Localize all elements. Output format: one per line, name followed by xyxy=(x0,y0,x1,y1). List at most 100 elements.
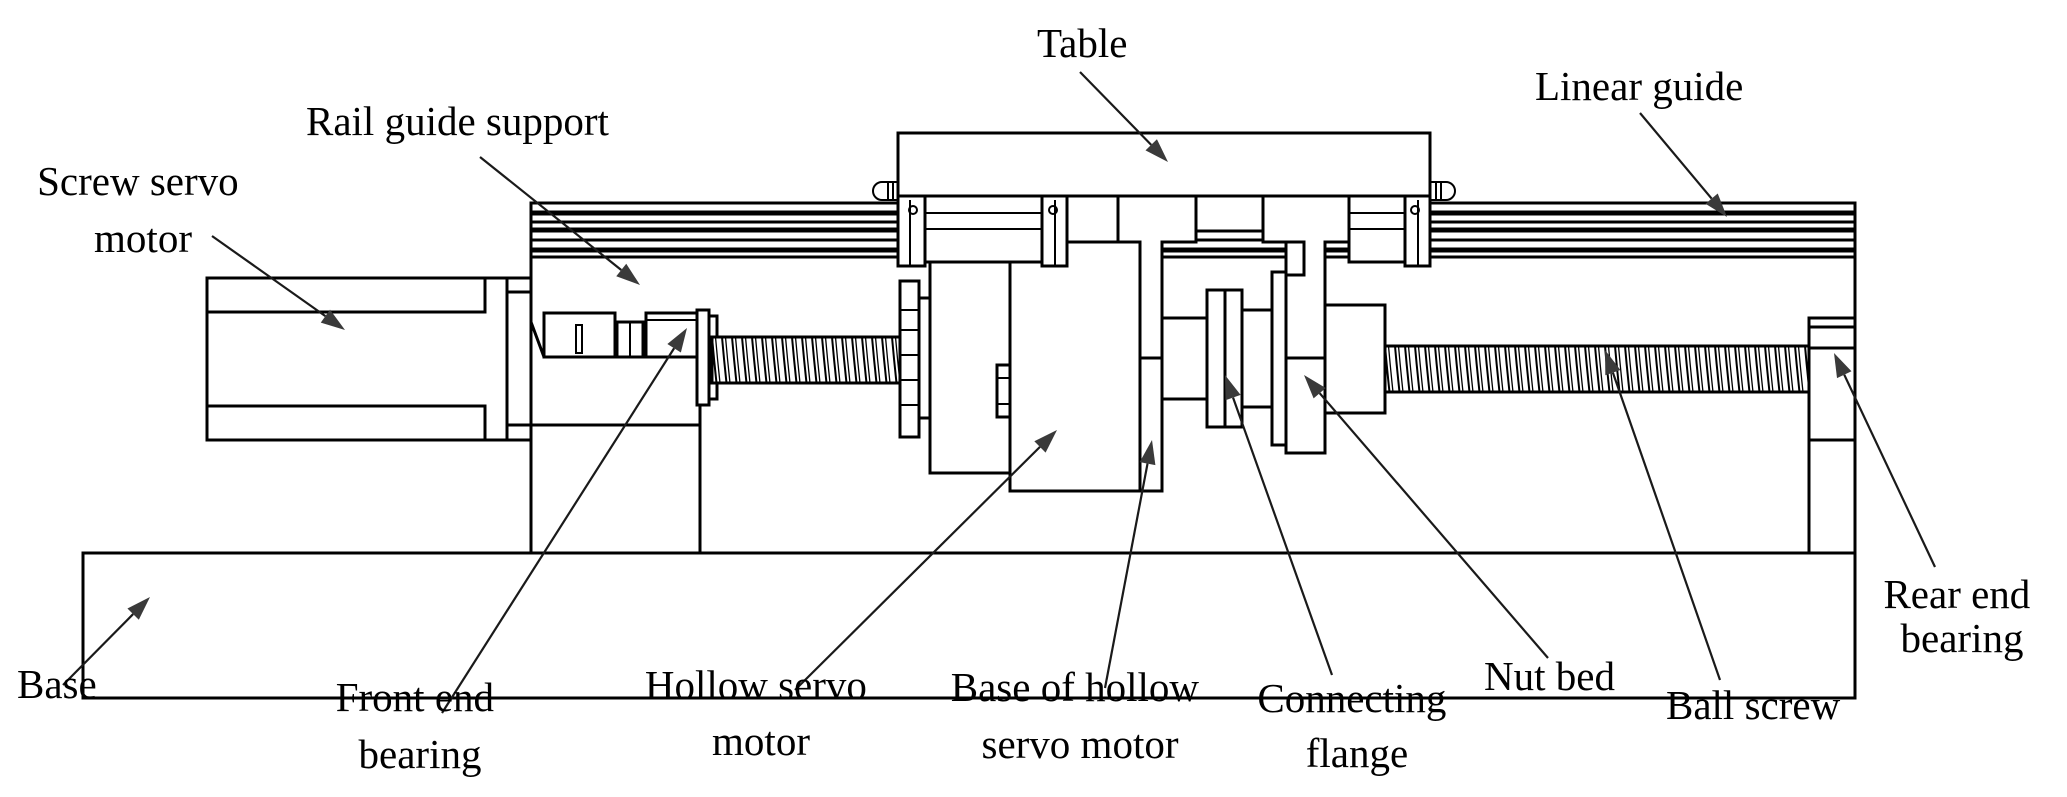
screw-thread xyxy=(1584,346,1591,392)
screw-thread xyxy=(1704,346,1711,392)
screw-thread xyxy=(712,337,718,383)
screw-thread xyxy=(724,337,731,383)
screw-thread xyxy=(834,337,841,383)
screw-thread xyxy=(821,337,828,383)
base-part xyxy=(81,551,1857,700)
screw-thread xyxy=(1427,346,1434,392)
label-base-of-hollow-servo-motor: Base of hollow servo motor xyxy=(951,664,1210,767)
screw-thread xyxy=(734,337,741,383)
screw-thread xyxy=(854,337,861,383)
screw-thread xyxy=(1537,346,1544,392)
screw-thread xyxy=(1637,346,1644,392)
screw-thread xyxy=(761,337,768,383)
table-part xyxy=(896,131,1432,198)
screw-thread xyxy=(1484,346,1491,392)
screw-thread xyxy=(1464,346,1471,392)
screw-thread xyxy=(1437,346,1444,392)
hollow-servo-motor-part xyxy=(928,226,1142,493)
ball-screw-left-segment xyxy=(710,335,904,385)
screw-thread xyxy=(1714,346,1721,392)
leader-base xyxy=(62,613,134,686)
leader-ball-screw xyxy=(1611,372,1722,681)
screw-thread xyxy=(1524,346,1531,392)
screw-thread xyxy=(754,337,761,383)
leader-linear-guide xyxy=(1639,112,1713,200)
screw-thread xyxy=(861,337,868,383)
screw-thread xyxy=(731,337,738,383)
screw-thread xyxy=(1434,346,1441,392)
slider-block-right xyxy=(1284,181,1456,277)
screw-thread xyxy=(1647,346,1654,392)
screw-thread xyxy=(1684,346,1691,392)
screw-thread xyxy=(1594,346,1601,392)
screw-thread xyxy=(1554,346,1561,392)
screw-thread xyxy=(1547,346,1554,392)
label-ball-screw: Ball screw xyxy=(1666,682,1841,728)
screw-thread xyxy=(1774,346,1781,392)
arrowhead-icon xyxy=(667,328,687,353)
screw-thread xyxy=(1477,346,1484,392)
screw-thread xyxy=(874,337,881,383)
screw-thread xyxy=(781,337,788,383)
label-rail-guide-support: Rail guide support xyxy=(306,98,610,144)
leader-front-end-bearing xyxy=(441,347,676,714)
screw-thread xyxy=(1694,346,1701,392)
leader-rail-guide-support xyxy=(479,156,622,271)
screw-thread xyxy=(1447,346,1454,392)
label-connecting-flange: Connecting flange xyxy=(1257,675,1456,776)
label-front-end-bearing: Front end bearing xyxy=(336,674,505,777)
screw-thread xyxy=(864,337,871,383)
screw-thread xyxy=(804,337,811,383)
arrowhead-icon xyxy=(1834,353,1852,379)
screw-thread xyxy=(824,337,831,383)
screw-thread xyxy=(1724,346,1731,392)
screw-thread xyxy=(1674,346,1681,392)
screw-thread xyxy=(1457,346,1464,392)
screw-thread xyxy=(1404,346,1411,392)
screw-thread xyxy=(1587,346,1594,392)
screw-thread xyxy=(1664,346,1671,392)
screw-thread xyxy=(784,337,791,383)
leader-hollow-servo-motor xyxy=(794,446,1041,691)
screw-thread xyxy=(1407,346,1414,392)
screw-thread xyxy=(1624,346,1631,392)
screw-thread xyxy=(1527,346,1534,392)
screw-thread xyxy=(1494,346,1501,392)
ball-screw-right-segment xyxy=(1383,344,1811,394)
arrowhead-icon xyxy=(1304,375,1326,399)
screw-thread xyxy=(1397,346,1404,392)
screw-thread xyxy=(1747,346,1754,392)
screw-thread xyxy=(764,337,771,383)
screw-thread xyxy=(1797,346,1804,392)
screw-thread xyxy=(1394,346,1401,392)
screw-thread xyxy=(891,337,898,383)
screw-thread xyxy=(811,337,818,383)
front-end-bearing-part xyxy=(542,308,719,407)
screw-thread xyxy=(1764,346,1771,392)
leader-rear-end-bearing xyxy=(1843,374,1936,568)
screw-thread xyxy=(1657,346,1664,392)
leader-base-of-hollow-servo-motor xyxy=(1103,463,1149,689)
screw-thread xyxy=(831,337,838,383)
screw-thread xyxy=(1487,346,1494,392)
screw-thread xyxy=(1514,346,1521,392)
screw-thread xyxy=(794,337,801,383)
screw-thread xyxy=(721,337,728,383)
screw-thread xyxy=(1544,346,1551,392)
rail-guide-support-part xyxy=(505,257,702,553)
screw-thread xyxy=(1804,346,1809,392)
screw-thread xyxy=(1727,346,1734,392)
screw-thread xyxy=(1634,346,1641,392)
screw-thread xyxy=(1677,346,1684,392)
screw-thread xyxy=(1777,346,1784,392)
screw-thread xyxy=(744,337,751,383)
label-screw-servo-motor: Screw servo motor xyxy=(37,158,249,261)
leader-screw-servo-motor xyxy=(211,235,327,318)
screw-thread xyxy=(1504,346,1511,392)
leader-nut-bed xyxy=(1318,392,1549,659)
screw-thread xyxy=(1387,346,1394,392)
screw-thread xyxy=(1627,346,1634,392)
screw-thread xyxy=(1507,346,1514,392)
screw-thread xyxy=(844,337,851,383)
